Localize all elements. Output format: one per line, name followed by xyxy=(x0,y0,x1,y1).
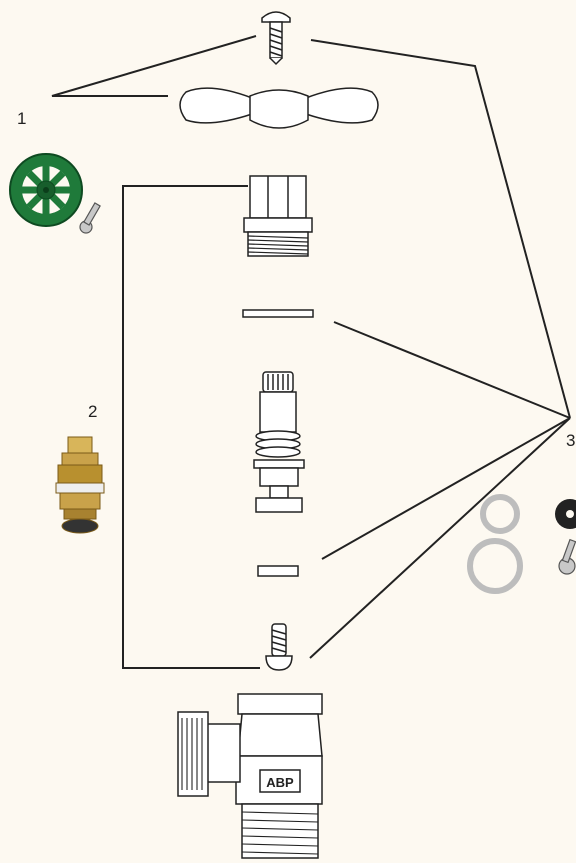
leader-line-3-screw xyxy=(309,417,571,659)
seat-washer-icon xyxy=(257,565,299,577)
valve-body-icon xyxy=(177,693,323,859)
leader-line-2-bracket xyxy=(122,185,260,669)
handwheel-icon xyxy=(9,153,83,227)
leader-line-3-top xyxy=(310,39,571,419)
callout-label-1: 1 xyxy=(17,109,27,128)
cartridge-icon xyxy=(55,436,105,534)
rubber-washer-icon xyxy=(555,499,576,529)
leader-line-1 xyxy=(51,35,257,97)
tee-handle-icon xyxy=(179,87,379,129)
seat-screw-icon xyxy=(265,623,293,671)
screw-icon xyxy=(261,11,291,66)
leader-lines xyxy=(51,35,571,669)
washer-icon xyxy=(242,309,314,318)
stem-icon xyxy=(253,371,305,513)
valve-body-stamp: ABP xyxy=(266,775,294,790)
small-screw-icon xyxy=(558,538,576,575)
callout-label-3: 3 xyxy=(566,431,576,450)
o-ring-icon xyxy=(467,494,523,594)
leader-line-3-washer xyxy=(333,321,571,419)
handwheel-screw-icon xyxy=(79,202,101,234)
bonnet-nut-icon xyxy=(243,175,313,257)
leader-line-3-seat xyxy=(321,417,571,560)
callout-label-2: 2 xyxy=(88,402,98,421)
